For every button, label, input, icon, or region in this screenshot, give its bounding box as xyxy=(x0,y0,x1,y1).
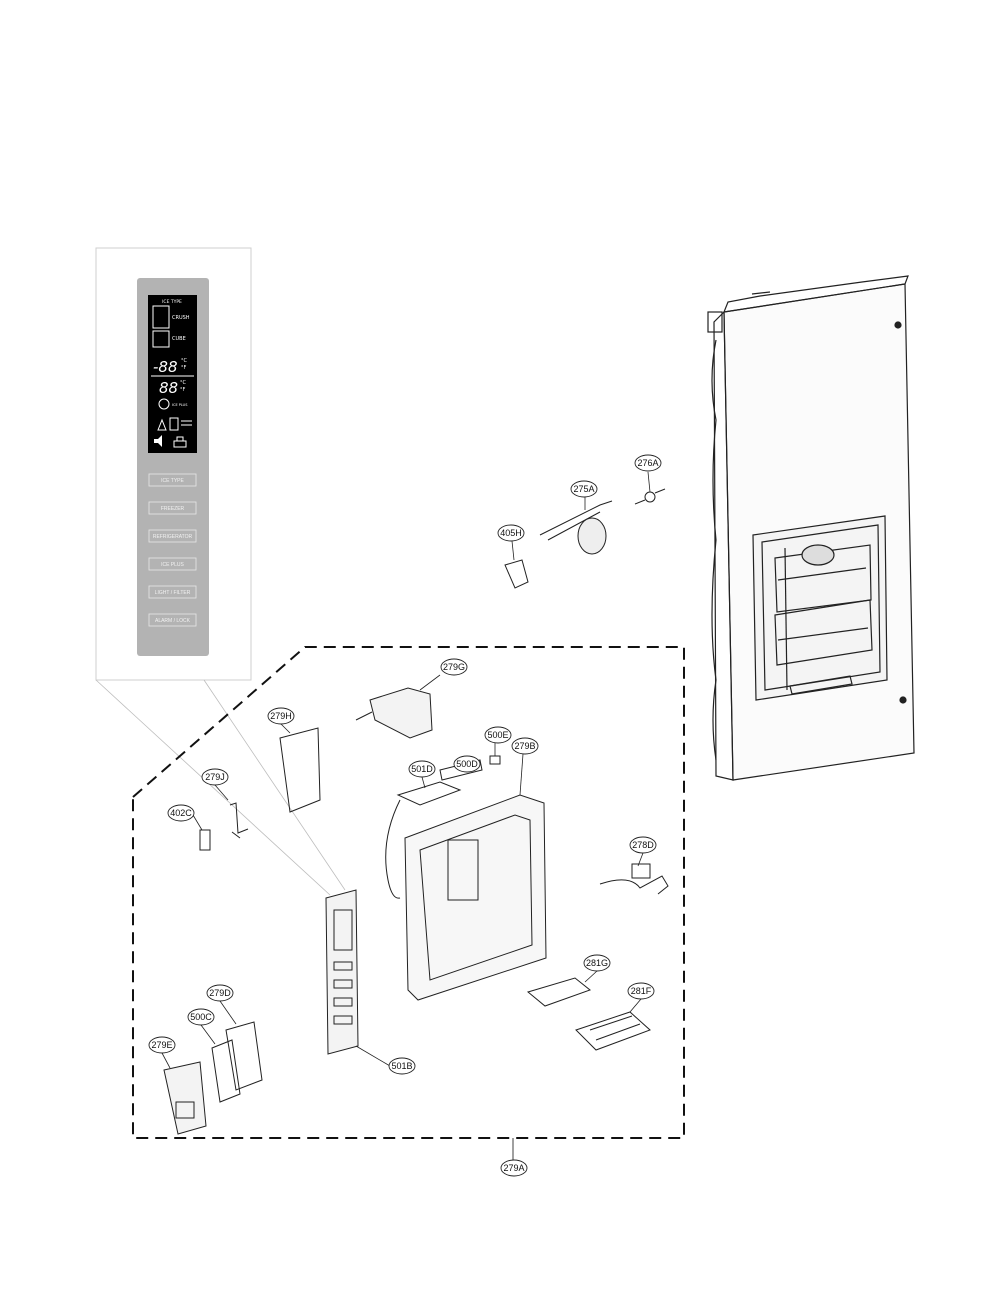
part-279H-cover xyxy=(279,727,321,813)
freezer-button-label: FREEZER xyxy=(161,506,185,512)
callout-279B xyxy=(511,737,539,755)
alarm-lock-button-label: ALARM / LOCK xyxy=(155,618,191,624)
callout-500E-label: 500E xyxy=(487,730,508,740)
lock-icon xyxy=(173,436,187,448)
part-402C-switch xyxy=(199,829,211,851)
callout-279A xyxy=(500,1159,528,1177)
part-275A-lever xyxy=(539,500,613,555)
refrigerator-button[interactable] xyxy=(148,529,197,543)
callout-276A xyxy=(634,454,662,472)
lcd-fridge-unit-f: °F xyxy=(180,387,186,393)
ice-type-button[interactable] xyxy=(148,473,197,487)
callout-281G-label: 281G xyxy=(586,958,608,968)
light-filter-button-label: LIGHT / FILTER xyxy=(155,590,191,596)
ice-type-button-label: ICE TYPE xyxy=(161,478,184,484)
lcd-freezer-unit-f: °F xyxy=(181,365,187,371)
callout-281F-label: 281F xyxy=(631,986,652,996)
light-filter-button[interactable] xyxy=(148,585,197,599)
lcd-crush: CRUSH xyxy=(172,315,190,321)
lcd-fridge-temp: 88 xyxy=(159,379,178,397)
callout-279B-label: 279B xyxy=(514,741,535,751)
part-500C-board xyxy=(211,1039,241,1103)
callout-500C-label: 500C xyxy=(190,1012,212,1022)
callout-279J-label: 279J xyxy=(205,772,225,782)
callout-405H xyxy=(497,524,525,542)
part-281F-grille xyxy=(575,1011,651,1051)
lcd-display xyxy=(148,295,197,453)
ice-plus-button-label: ICE PLUS xyxy=(161,562,184,568)
callout-405H-label: 405H xyxy=(500,528,522,538)
callout-279A-label: 279A xyxy=(503,1163,524,1173)
callout-279H xyxy=(267,707,295,725)
callout-281G xyxy=(583,954,611,972)
callout-501D xyxy=(408,760,436,778)
freezer-door xyxy=(707,275,915,781)
callout-500C xyxy=(187,1008,215,1026)
bulb-icon xyxy=(157,418,167,431)
callout-275A-label: 275A xyxy=(573,484,594,494)
lcd-ice-type: ICE TYPE xyxy=(162,299,182,305)
part-279B-frame xyxy=(404,794,547,1001)
callout-279E-label: 279E xyxy=(151,1040,172,1050)
callout-276A-label: 276A xyxy=(637,458,658,468)
callout-501B-label: 501B xyxy=(391,1061,412,1071)
part-279E-cover xyxy=(163,1061,207,1135)
callout-279D xyxy=(206,984,234,1002)
callout-501D-label: 501D xyxy=(411,764,433,774)
lcd-fridge-unit-c: °C xyxy=(180,380,187,386)
part-501D-pcb xyxy=(385,781,462,899)
snowflake-icon xyxy=(158,398,170,410)
callout-501B xyxy=(388,1057,416,1075)
callout-278D xyxy=(629,836,657,854)
part-278D-bracket xyxy=(599,863,669,895)
lcd-ice-plus: ICE PLUS xyxy=(172,403,188,407)
assembly-boundary xyxy=(132,646,685,1139)
lcd-freezer-unit-c: °C xyxy=(181,358,188,364)
part-279G-actuator xyxy=(355,687,433,739)
callout-279G xyxy=(440,658,468,676)
callout-500D xyxy=(453,755,481,773)
ice-plus-button[interactable] xyxy=(148,557,197,571)
part-405H-bracket xyxy=(504,559,529,589)
callout-281F xyxy=(627,982,655,1000)
callout-279E xyxy=(148,1036,176,1054)
callout-279D-label: 279D xyxy=(209,988,231,998)
freezer-button[interactable] xyxy=(148,501,197,515)
callout-279J xyxy=(201,768,229,786)
control-panel-zoom: ICE TYPE CRUSH CUBE -88 °C °F 88 °C °F I… xyxy=(95,247,346,896)
callout-402C-label: 402C xyxy=(170,808,192,818)
lcd-freezer-temp: -88 xyxy=(153,358,178,376)
lcd-cube: CUBE xyxy=(172,336,186,342)
alarm-lock-button[interactable] xyxy=(148,613,197,627)
callout-402C xyxy=(167,804,195,822)
part-279J-arm xyxy=(229,802,249,839)
part-279D-housing xyxy=(225,1021,263,1091)
callout-500E xyxy=(484,726,512,744)
callout-278D-label: 278D xyxy=(632,840,654,850)
callout-275A xyxy=(570,480,598,498)
refrigerator-button-label: REFRIGERATOR xyxy=(153,534,193,540)
speaker-icon xyxy=(154,435,162,447)
part-501B-control-pcb xyxy=(325,889,359,1055)
callout-279H-label: 279H xyxy=(270,711,292,721)
part-281G-tray xyxy=(526,977,592,1007)
part-500E-connector xyxy=(489,755,501,765)
callout-279G-label: 279G xyxy=(443,662,465,672)
callout-500D-label: 500D xyxy=(456,759,478,769)
